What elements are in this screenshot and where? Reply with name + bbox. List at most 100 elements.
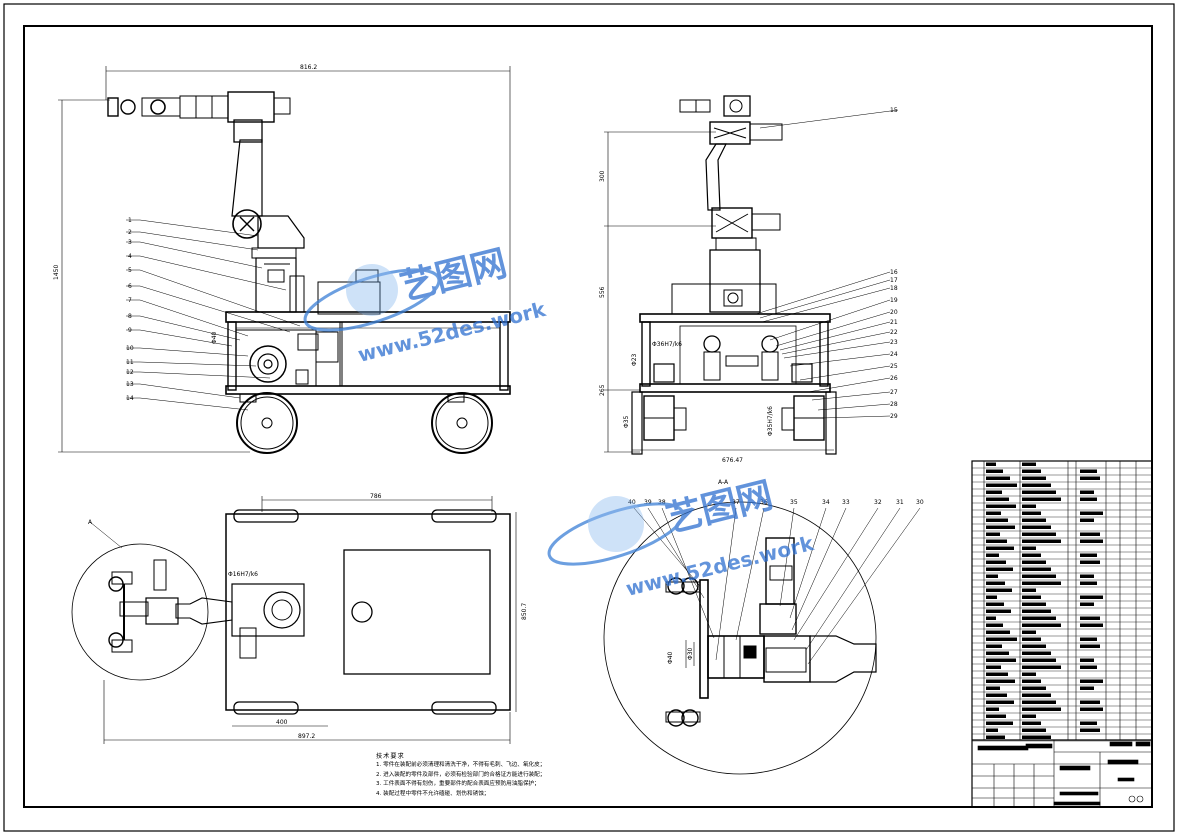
watermark-1-cn: 艺图网: [396, 243, 511, 309]
parts-row-text: [1022, 630, 1036, 634]
side-middle-dim: 556: [599, 286, 606, 298]
parts-row-text: [1022, 700, 1056, 704]
technical-notes: 技术要求 1. 零件在装配前必须清理和清洗干净，不得有毛刺、飞边、氧化皮； 2.…: [376, 752, 676, 799]
callout-39: 39: [644, 499, 652, 506]
parts-row-text: [986, 714, 1006, 718]
parts-row-text: [1080, 595, 1103, 599]
callout-13: 13: [126, 381, 134, 388]
parts-row-text: [986, 504, 1016, 508]
callout-28: 28: [890, 401, 898, 408]
parts-row-text: [986, 560, 1006, 564]
parts-row-text: [1022, 532, 1056, 536]
top-fit-dim: Φ16H7/k6: [228, 571, 258, 578]
parts-row-text: [986, 623, 1003, 627]
section-dim-1: Φ40: [667, 651, 674, 664]
callout-10: 10: [126, 345, 134, 352]
parts-row-text: [1080, 700, 1100, 704]
top-bottom-dim: 897.2: [298, 733, 315, 740]
parts-row-text: [1022, 462, 1036, 466]
section-view: [603, 501, 921, 775]
parts-row-text: [986, 616, 996, 620]
callout-12: 12: [126, 369, 134, 376]
top-top-dim: 786: [370, 493, 382, 500]
parts-row-text: [1022, 679, 1041, 683]
parts-row-text: [1022, 623, 1061, 627]
section-label: A-A: [718, 479, 729, 486]
parts-row-text: [986, 588, 1012, 592]
parts-row-text: [1022, 546, 1036, 550]
parts-row-text: [1080, 574, 1094, 578]
technical-note-4: 4. 装配过程中零件不允许磕碰、划伤和锈蚀；: [376, 790, 490, 797]
parts-row-text: [986, 462, 996, 466]
parts-row-text: [1022, 567, 1051, 571]
parts-row-text: [986, 658, 1016, 662]
callout-40: 40: [628, 499, 636, 506]
side-gear-fit: Φ36H7/k6: [652, 341, 682, 348]
parts-row-text: [986, 700, 1014, 704]
parts-row-text: [1080, 644, 1100, 648]
callout-8: 8: [128, 313, 132, 320]
parts-row-text: [1080, 616, 1100, 620]
parts-list: [971, 460, 1153, 808]
parts-row-text: [986, 665, 1001, 669]
outer-border: [3, 3, 1175, 832]
callout-24: 24: [890, 351, 898, 358]
parts-row-text: [1022, 602, 1046, 606]
parts-row-text: [1080, 658, 1094, 662]
parts-row-text: [986, 525, 1015, 529]
callout-32: 32: [874, 499, 882, 506]
parts-row-text: [986, 511, 1001, 515]
parts-row-text: [1080, 497, 1097, 501]
callout-16: 16: [890, 269, 898, 276]
front-width-dim: 816.2: [300, 64, 317, 71]
parts-row-text: [1080, 518, 1094, 522]
parts-row-text: [1022, 714, 1036, 718]
parts-row-text: [986, 483, 1017, 487]
parts-row-text: [1022, 553, 1041, 557]
parts-row-text: [986, 672, 1008, 676]
parts-row-text: [1080, 721, 1097, 725]
inner-border: [23, 25, 1153, 808]
parts-row-text: [986, 630, 1010, 634]
callout-21: 21: [890, 319, 898, 326]
callout-1: 1: [128, 217, 132, 224]
watermark-1: 艺图网 www.52des.work: [303, 243, 549, 367]
parts-row-text: [1080, 511, 1103, 515]
callout-25: 25: [890, 363, 898, 370]
parts-row-text: [986, 651, 1009, 655]
parts-row-text: [1022, 476, 1046, 480]
parts-row-text: [1080, 686, 1094, 690]
parts-row-text: [1022, 735, 1051, 739]
front-height-dim: 1450: [53, 265, 60, 280]
top-bottom-inner-dim: 400: [276, 719, 288, 726]
callout-29: 29: [890, 413, 898, 420]
callout-37: 37: [732, 499, 740, 506]
parts-row-text: [986, 567, 1013, 571]
callout-11: 11: [126, 359, 134, 366]
parts-row-text: [986, 735, 1005, 739]
callout-30: 30: [916, 499, 924, 506]
parts-row-text: [1022, 469, 1041, 473]
parts-row-text: [986, 476, 1010, 480]
parts-row-text: [1022, 693, 1051, 697]
parts-row-text: [986, 469, 1003, 473]
parts-row-text: [1022, 616, 1056, 620]
parts-row-text: [1080, 728, 1100, 732]
callout-26: 26: [890, 375, 898, 382]
detail-label-a: A: [88, 519, 93, 526]
parts-row-text: [1080, 665, 1097, 669]
parts-row-text: [986, 637, 1017, 641]
parts-row-text: [986, 686, 1000, 690]
parts-row-text: [1080, 679, 1103, 683]
parts-row-text: [986, 490, 1002, 494]
callout-6: 6: [128, 283, 132, 290]
parts-row-text: [1022, 672, 1036, 676]
parts-row-text: [1022, 651, 1051, 655]
parts-row-text: [986, 707, 999, 711]
top-right-dim: 850.7: [521, 603, 528, 620]
parts-row-text: [1022, 574, 1056, 578]
parts-row-text: [1022, 728, 1046, 732]
parts-row-text: [1022, 609, 1051, 613]
side-upper-dim: 300: [599, 170, 606, 182]
parts-row-text: [1022, 581, 1061, 585]
